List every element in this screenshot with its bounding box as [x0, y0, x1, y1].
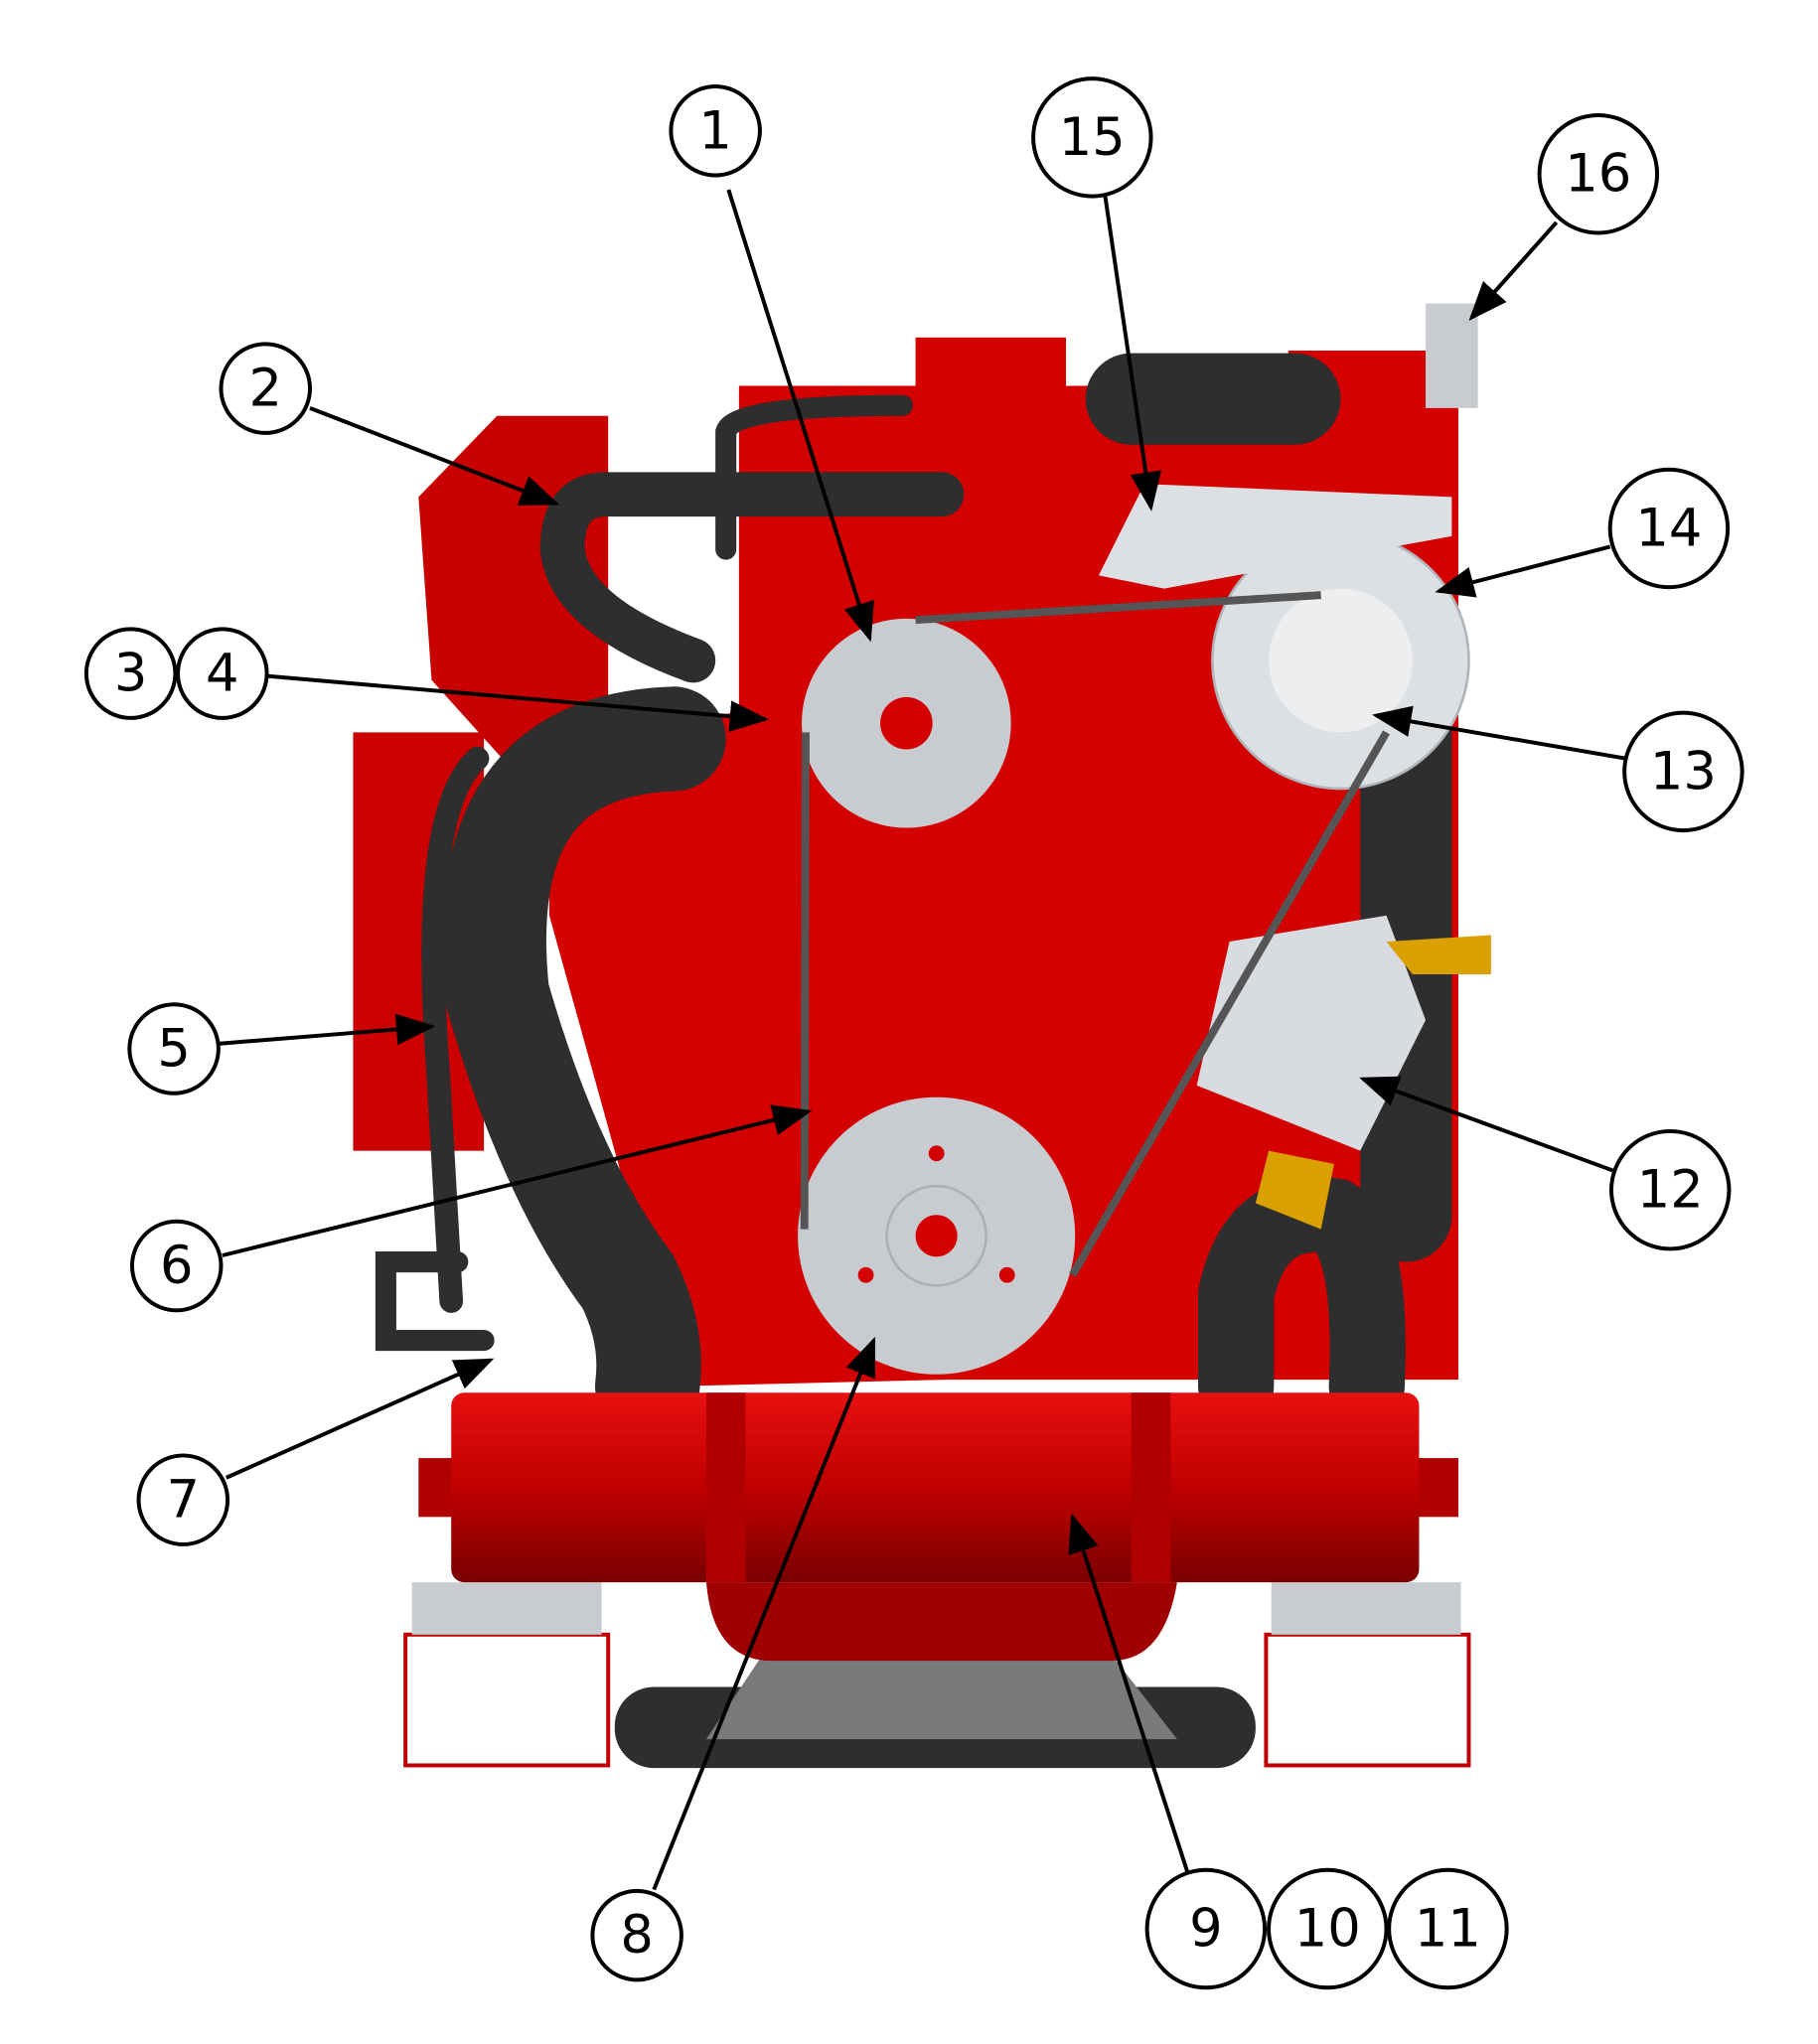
callout-11: 11 — [1387, 1867, 1509, 1990]
callout-12: 12 — [1609, 1128, 1732, 1251]
callout-label: 13 — [1650, 741, 1717, 802]
callout-label: 16 — [1565, 144, 1631, 205]
callout-label: 14 — [1635, 499, 1702, 559]
heat-exchanger — [418, 1392, 1458, 1662]
callout-15: 15 — [1031, 76, 1153, 199]
callout-10: 10 — [1267, 1867, 1389, 1990]
callout-label: 12 — [1637, 1160, 1704, 1221]
callout-9: 9 — [1144, 1867, 1268, 1990]
callout-1: 1 — [669, 84, 762, 178]
callout-label: 1 — [698, 100, 732, 161]
callout-label: 3 — [114, 644, 148, 704]
callout-16: 16 — [1537, 112, 1660, 235]
callout-label: 5 — [157, 1018, 191, 1079]
callout-label: 11 — [1415, 1899, 1481, 1960]
callout-label: 7 — [167, 1470, 201, 1531]
callout-label: 8 — [620, 1905, 654, 1966]
callout-label: 10 — [1294, 1899, 1361, 1960]
callout-label: 9 — [1189, 1899, 1223, 1960]
callout-label: 15 — [1059, 107, 1126, 168]
leader-lines — [220, 189, 1626, 1891]
callout-label: 4 — [206, 644, 239, 704]
drive-belt — [800, 591, 1390, 1277]
callout-6: 6 — [129, 1219, 224, 1313]
callout-3: 3 — [83, 627, 178, 720]
callout-14: 14 — [1607, 467, 1731, 590]
callout-2: 2 — [219, 342, 312, 435]
callout-7: 7 — [136, 1453, 230, 1546]
callout-label: 2 — [249, 359, 283, 419]
callout-label: 6 — [160, 1236, 194, 1296]
callout-8: 8 — [590, 1888, 683, 1982]
engine-mounts — [403, 1582, 1471, 1769]
callout-4: 4 — [176, 627, 269, 720]
callout-5: 5 — [127, 1002, 221, 1095]
callout-13: 13 — [1622, 710, 1744, 833]
